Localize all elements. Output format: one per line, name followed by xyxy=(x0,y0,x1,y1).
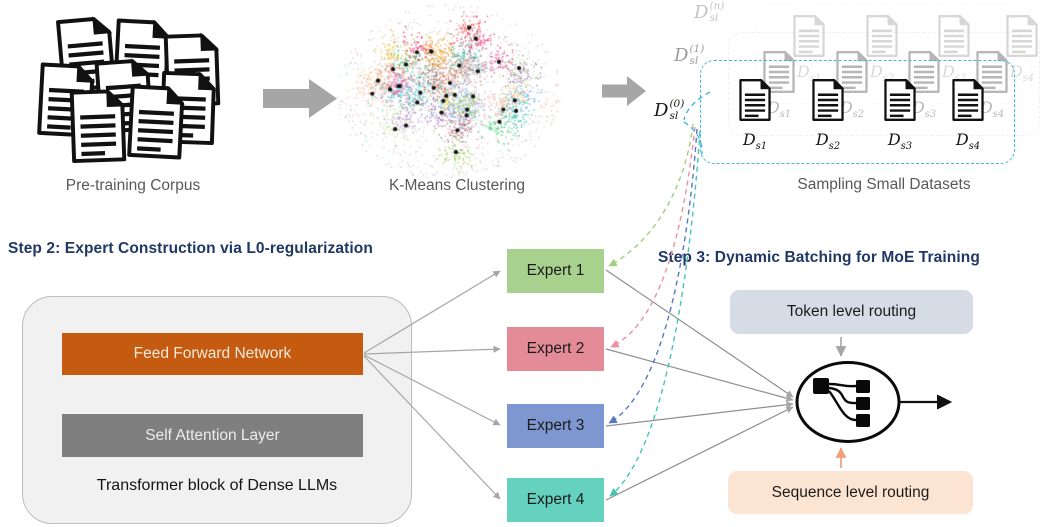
self-attention-layer-bar: Self Attention Layer xyxy=(62,414,363,457)
sequence-level-routing-box: Sequence level routing xyxy=(728,471,973,514)
dataset-label: Ds2 xyxy=(815,130,841,153)
dataset-label: Ds3 xyxy=(941,62,967,85)
dataset-layer-label-0: D(0)sl xyxy=(654,98,685,122)
router-icon xyxy=(795,361,901,443)
dataset-label: Ds2 xyxy=(869,62,895,85)
flow-arrow-2-icon xyxy=(602,76,646,106)
clustering-caption: K-Means Clustering xyxy=(388,177,526,194)
dataset-label: Ds4 xyxy=(955,130,981,153)
corpus-caption: Pre-training Corpus xyxy=(65,177,201,194)
dataset-doc-icon xyxy=(884,78,916,122)
feed-forward-network-bar: Feed Forward Network xyxy=(62,333,363,375)
flow-arrow-1-icon xyxy=(263,79,337,118)
step3-title: Step 3: Dynamic Batching for MoE Trainin… xyxy=(658,249,980,266)
step2-title: Step 2: Expert Construction via L0-regul… xyxy=(8,240,373,257)
expert-1-box: Expert 1 xyxy=(507,249,604,293)
dataset-doc-icon xyxy=(812,78,844,122)
dataset-label: Ds3 xyxy=(887,130,913,153)
token-level-routing-box: Token level routing xyxy=(730,290,973,334)
transformer-block-caption: Transformer block of Dense LLMs xyxy=(96,477,338,494)
expert-4-box: Expert 4 xyxy=(507,478,604,522)
dataset-layer-label-n: D(n)sl xyxy=(694,0,725,24)
expert-2-box: Expert 2 xyxy=(507,327,604,371)
dataset-doc-icon xyxy=(952,78,984,122)
dataset-doc-icon xyxy=(739,78,771,122)
dataset-label: Ds1 xyxy=(796,62,822,85)
kmeans-scatter-plot xyxy=(332,2,564,184)
dataset-layer-label-1: D(1)sl xyxy=(674,43,705,67)
sampling-caption: Sampling Small Datasets xyxy=(797,176,971,193)
expert-3-box: Expert 3 xyxy=(507,404,604,448)
pretraining-corpus-icon xyxy=(35,16,235,176)
dataset-label: Ds1 xyxy=(742,130,768,153)
